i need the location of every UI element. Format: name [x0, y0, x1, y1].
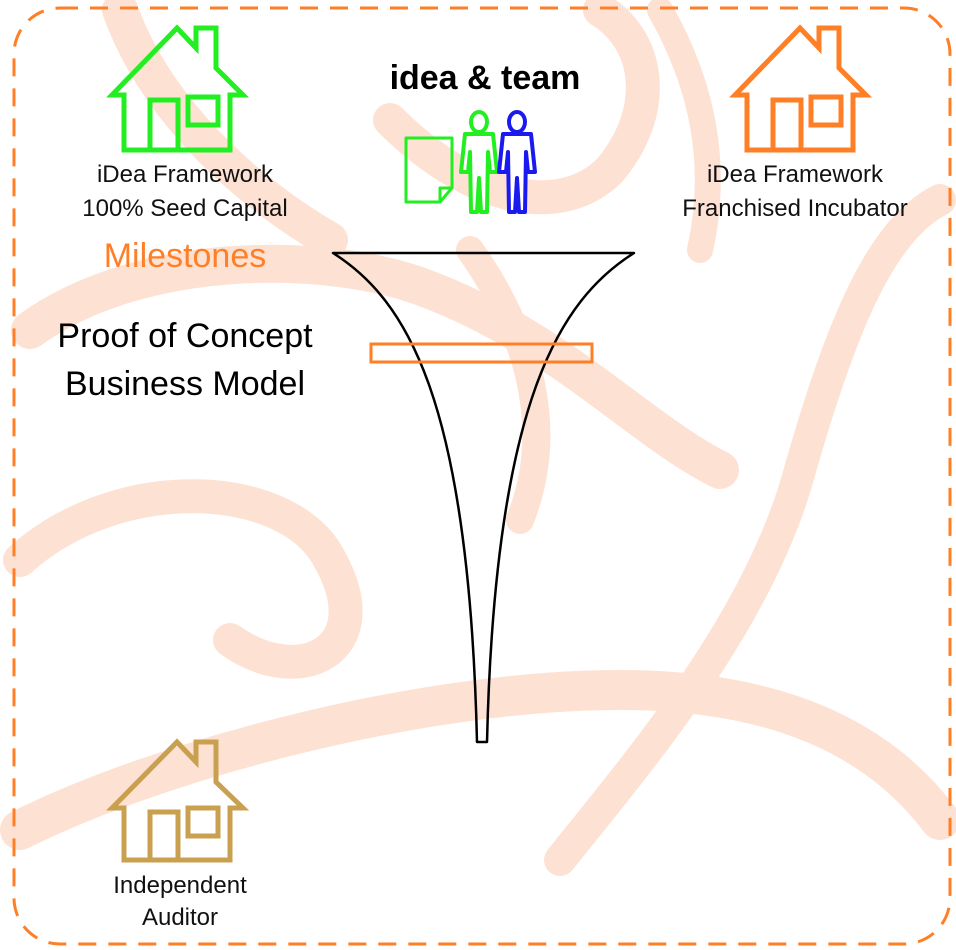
dashed-frame: [12, 6, 952, 946]
proof-label-line2: Business Model: [64, 365, 305, 403]
seed-label-line1: iDea Framework: [96, 161, 274, 188]
independent-auditor-label: Independent Auditor: [60, 870, 300, 934]
person-icon: [497, 110, 537, 214]
person-icon: [459, 110, 499, 214]
franchise-label-line1: iDea Framework: [706, 161, 884, 188]
funnel-icon: [331, 251, 636, 744]
milestone-bar: [369, 342, 594, 364]
milestones-label: Milestones: [103, 237, 267, 275]
franchise-label-line2: Franchised Incubator: [682, 195, 908, 222]
seed-capital-label: iDea Framework 100% Seed Capital: [40, 158, 330, 226]
house-icon: [106, 738, 250, 863]
auditor-label-line1: Independent: [113, 872, 247, 899]
house-icon: [729, 24, 873, 153]
house-icon: [106, 24, 250, 153]
seed-label-line2: 100% Seed Capital: [82, 195, 288, 222]
auditor-label-line2: Auditor: [141, 904, 219, 931]
proof-of-concept-label: Proof of Concept Business Model: [20, 312, 350, 408]
background-watermark: [0, 0, 956, 876]
diagram-title: idea & team: [389, 59, 581, 97]
document-icon: [404, 136, 454, 204]
franchised-incubator-label: iDea Framework Franchised Incubator: [650, 158, 940, 226]
proof-label-line1: Proof of Concept: [57, 317, 313, 355]
